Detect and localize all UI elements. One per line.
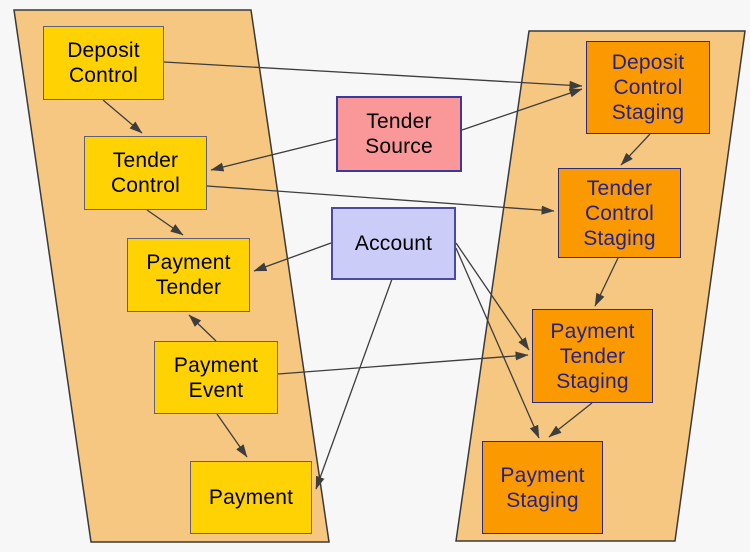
edge-tender-source-to-tender-control	[210, 138, 337, 172]
node-label: Payment Tender Staging	[550, 319, 635, 393]
edge-deposit-control-to-tender-control	[102, 99, 143, 134]
edge-tender-source-to-deposit-control-staging	[461, 88, 583, 131]
node-label: Tender Source	[365, 110, 433, 158]
edge-payment-event-to-payment	[216, 413, 248, 458]
edge-tender-control-to-tender-control-staging	[206, 185, 555, 215]
node-label: Deposit Control Staging	[611, 51, 685, 124]
node-label: Tender Control Staging	[583, 176, 656, 250]
edge-deposit-control-to-deposit-control-staging	[163, 61, 583, 90]
edge-account-to-payment-tender-staging	[455, 242, 530, 351]
node-payment-tender-staging: Payment Tender Staging	[532, 309, 653, 403]
edge-payment-event-to-payment-tender	[188, 314, 217, 342]
node-account: Account	[331, 207, 456, 280]
node-tender-source: Tender Source	[336, 96, 462, 172]
node-label: Payment Tender	[146, 251, 231, 299]
edge-deposit-control-staging-to-tender-control-staging	[620, 133, 651, 166]
node-label: Account	[354, 232, 433, 255]
edge-account-to-payment	[315, 278, 393, 490]
node-payment-tender: Payment Tender	[127, 238, 250, 312]
node-deposit-control-staging: Deposit Control Staging	[586, 41, 710, 134]
node-payment-staging: Payment Staging	[482, 441, 603, 534]
edge-payment-tender-staging-to-payment-staging	[548, 402, 593, 438]
node-payment: Payment	[190, 461, 312, 534]
node-label: Tender Control	[110, 149, 181, 197]
node-payment-event: Payment Event	[154, 341, 278, 414]
edge-payment-event-to-payment-tender-staging	[277, 351, 529, 375]
edge-account-to-payment-tender	[253, 242, 332, 272]
node-tender-control-staging: Tender Control Staging	[558, 168, 681, 258]
node-label: Payment	[208, 486, 294, 509]
node-label: Payment Staging	[500, 463, 585, 512]
node-deposit-control: Deposit Control	[43, 26, 164, 100]
edge-tender-control-to-payment-tender	[146, 209, 184, 236]
node-tender-control: Tender Control	[84, 136, 207, 210]
edge-account-to-payment-staging	[455, 247, 540, 439]
edge-tender-control-staging-to-payment-tender-staging	[594, 257, 619, 307]
node-label: Deposit Control	[67, 39, 140, 87]
node-label: Payment Event	[173, 353, 259, 402]
